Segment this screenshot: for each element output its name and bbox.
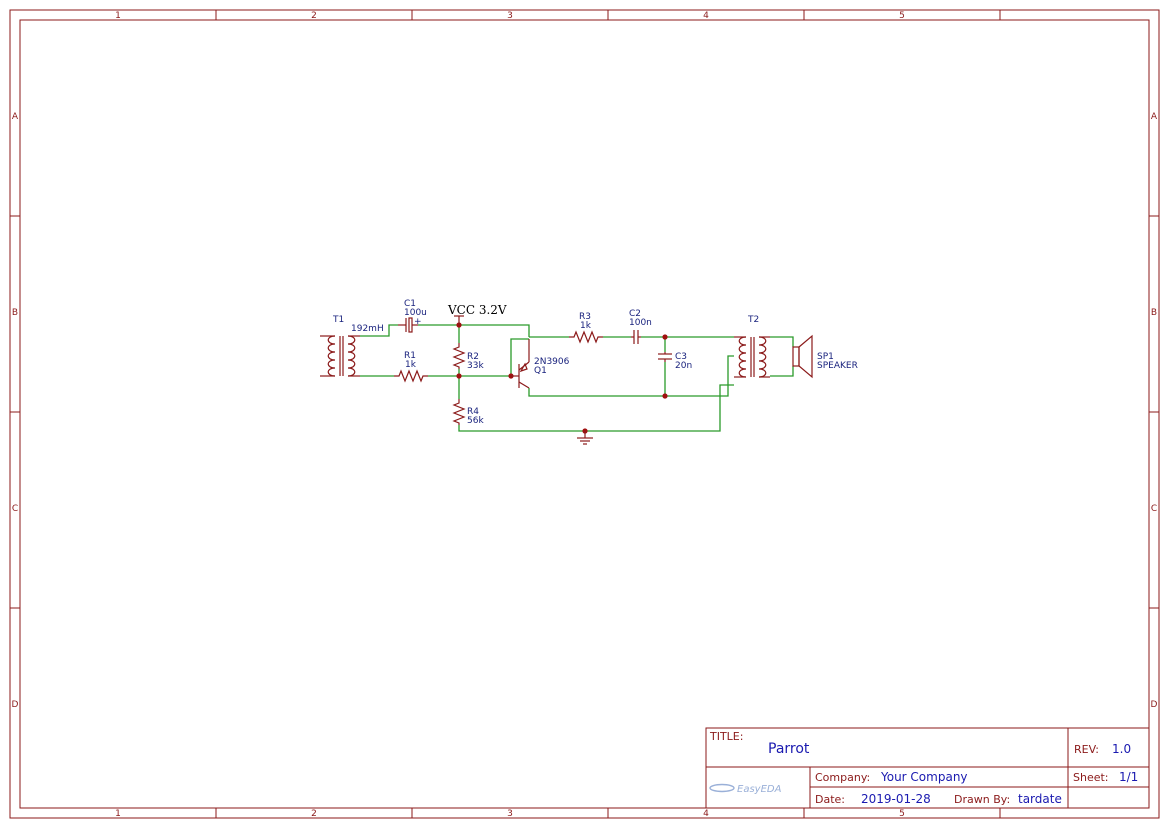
drawn-by-value: tardate [1018,792,1062,806]
zone-col-4-bottom: 4 [703,809,709,819]
q1-value: 2N3906 [534,357,570,367]
wire-r4-to-ground [458,384,734,432]
transistor-q1[interactable]: 2N3906 Q1 [511,339,570,389]
r4-value: 56k [467,416,484,426]
zone-row-c-right: C [1151,504,1157,514]
r3-value: 1k [580,321,592,331]
c2-ref: C2 [629,309,641,319]
r4-ref: R4 [467,407,479,417]
c2-value: 100n [629,318,652,328]
r1-value: 1k [405,360,417,370]
c1-value: 100u [404,308,427,318]
ground-symbol [577,431,593,445]
zone-col-5-top: 5 [899,11,905,21]
wire-collector-rail [528,355,734,397]
transformer-t1[interactable]: T1 192mH [320,315,384,377]
zone-col-1-top: 1 [115,11,121,21]
c1-polarity: + [414,317,422,327]
wire-t2-to-speaker-top [770,336,794,347]
zone-col-5-bottom: 5 [899,809,905,819]
sheet-value: 1/1 [1119,770,1138,784]
zone-row-c-left: C [12,504,18,514]
vcc-label: VCC 3.2V [447,303,507,317]
wire-emitter-loop [510,338,529,376]
capacitor-c2[interactable]: C2 100n [629,309,652,344]
sheet-label: Sheet: [1073,771,1109,784]
t2-ref: T2 [747,315,759,325]
zone-row-b-left: B [12,308,18,318]
wire-t2-to-speaker-bottom [770,366,794,377]
zone-row-b-right: B [1151,308,1157,318]
r2-ref: R2 [467,352,479,362]
rev-value: 1.0 [1112,742,1131,756]
transformer-t2[interactable]: T2 [734,315,770,378]
zone-col-2-top: 2 [311,11,317,21]
t1-ref: T1 [332,315,344,325]
q1-ref: Q1 [534,366,547,376]
title-value: Parrot [768,741,810,757]
company-label: Company: [815,771,870,784]
r1-ref: R1 [404,351,416,361]
easyeda-logo-text: EasyEDA [737,784,782,795]
c3-value: 20n [675,361,692,371]
zone-row-a-right: A [1151,112,1158,122]
date-value: 2019-01-28 [861,792,931,806]
resistor-r1[interactable]: R1 1k [394,351,428,383]
r3-ref: R3 [579,312,591,322]
resistor-r3[interactable]: R3 1k [569,312,603,344]
junction-base [456,373,462,379]
junctions [456,322,668,434]
vcc-symbol: VCC 3.2V [447,303,507,325]
title-block: TITLE: Parrot REV: 1.0 EasyEDA Company: … [705,727,1150,809]
sp1-ref: SP1 [817,352,834,362]
company-value: Your Company [880,770,968,784]
easyeda-logo: EasyEDA [709,783,782,795]
wires [360,324,794,432]
junction-c3-bottom [662,393,668,399]
date-label: Date: [815,793,845,806]
r2-value: 33k [467,361,484,371]
wire-vcc-rail [459,324,530,337]
zone-row-a-left: A [12,112,19,122]
drawn-by-label: Drawn By: [954,793,1010,806]
zone-col-3-bottom: 3 [507,809,513,819]
zone-col-3-top: 3 [507,11,513,21]
junction-c3-top [662,334,668,340]
zone-col-2-bottom: 2 [311,809,317,819]
rev-label: REV: [1074,743,1099,756]
resistor-r2[interactable]: R2 33k [452,343,484,371]
zone-row-d-left: D [12,700,19,710]
drawing-frame: 1 2 3 4 5 1 2 3 4 5 A B C D A B C D [9,9,1160,819]
zone-row-d-right: D [1151,700,1158,710]
speaker-sp1[interactable]: SP1 SPEAKER [792,334,858,379]
t1-value: 192mH [351,324,384,334]
resistor-r4[interactable]: R4 56k [452,399,484,426]
sp1-value: SPEAKER [817,361,858,371]
zone-col-1-bottom: 1 [115,809,121,819]
wire-t1-top-to-c1 [360,324,398,337]
c3-ref: C3 [675,352,687,362]
zone-col-4-top: 4 [703,11,709,21]
capacitor-c1[interactable]: + C1 100u [398,299,427,333]
capacitor-c3[interactable]: C3 20n [658,352,692,371]
c1-ref: C1 [404,299,416,309]
title-label: TITLE: [709,730,743,743]
